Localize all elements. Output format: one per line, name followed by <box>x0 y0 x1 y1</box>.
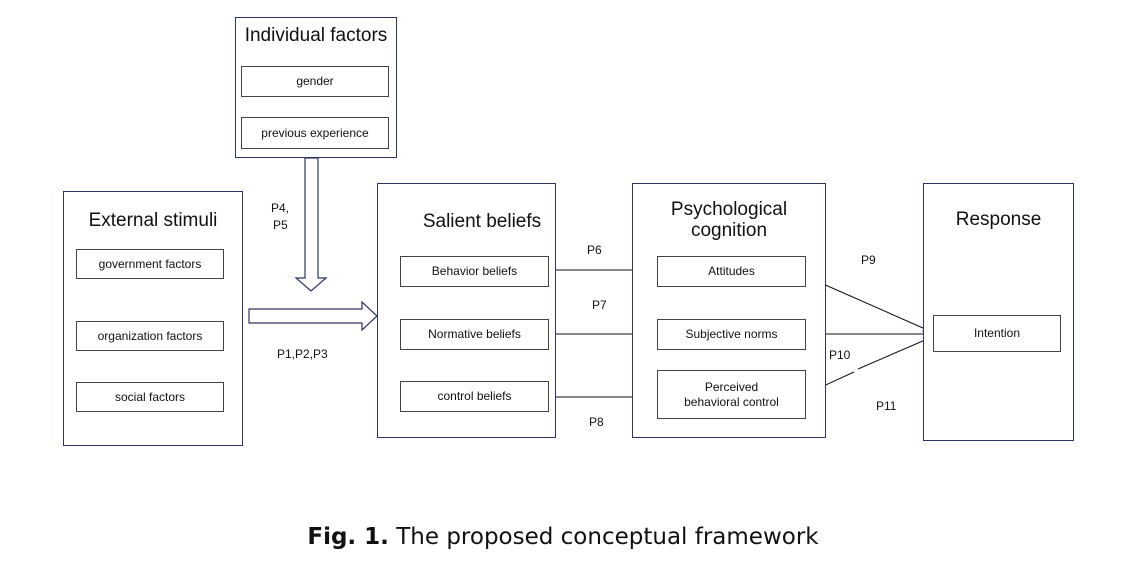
item-government-factors: government factors <box>76 249 224 279</box>
psychological-cognition-group: Psychological cognition Attitudes Subjec… <box>632 183 826 438</box>
proposition-p11: P11 <box>876 399 897 413</box>
proposition-p4-p5-line1: P4, <box>271 201 290 215</box>
proposition-p6: P6 <box>587 243 602 257</box>
item-social-factors: social factors <box>76 382 224 412</box>
proposition-p8: P8 <box>589 415 604 429</box>
proposition-p10: P10 <box>829 348 851 362</box>
proposition-p4-p5-line2: P5 <box>273 218 288 232</box>
psychological-cognition-title-line1: Psychological <box>670 199 788 220</box>
figure-caption-label: Fig. 1. <box>307 524 389 550</box>
salient-beliefs-title: Salient beliefs <box>422 211 542 232</box>
response-group: Response Intention <box>923 183 1074 441</box>
item-perceived-behavioral-control: Perceived behavioral control <box>657 370 806 419</box>
external-stimuli-title: External stimuli <box>88 210 218 231</box>
response-title: Response <box>955 209 1042 230</box>
proposition-p9: P9 <box>861 253 876 267</box>
item-subjective-norms: Subjective norms <box>657 319 806 350</box>
item-control-beliefs: control beliefs <box>400 381 549 412</box>
individual-factors-group: Individual factors gender previous exper… <box>235 17 397 158</box>
figure-caption: Fig. 1. The proposed conceptual framewor… <box>0 524 1126 550</box>
arrow-p9 <box>804 275 933 333</box>
individual-factors-title: Individual factors <box>244 25 388 46</box>
item-gender: gender <box>241 66 389 97</box>
psychological-cognition-title-line2: cognition <box>690 220 768 241</box>
proposition-p1-p2-p3: P1,P2,P3 <box>277 347 328 361</box>
item-behavior-beliefs: Behavior beliefs <box>400 256 549 287</box>
item-organization-factors: organization factors <box>76 321 224 351</box>
item-intention: Intention <box>933 315 1061 352</box>
arrow-p11-a <box>857 336 933 370</box>
external-to-salient-hollow-arrow <box>248 300 378 332</box>
salient-beliefs-group: Salient beliefs Behavior beliefs Normati… <box>377 183 556 438</box>
external-stimuli-group: External stimuli government factors orga… <box>63 191 243 446</box>
individual-to-path-hollow-arrow <box>294 157 328 292</box>
figure-caption-text: The proposed conceptual framework <box>388 524 819 550</box>
proposition-p7: P7 <box>592 298 607 312</box>
item-normative-beliefs: Normative beliefs <box>400 319 549 350</box>
item-attitudes: Attitudes <box>657 256 806 287</box>
item-previous-experience: previous experience <box>241 117 389 149</box>
